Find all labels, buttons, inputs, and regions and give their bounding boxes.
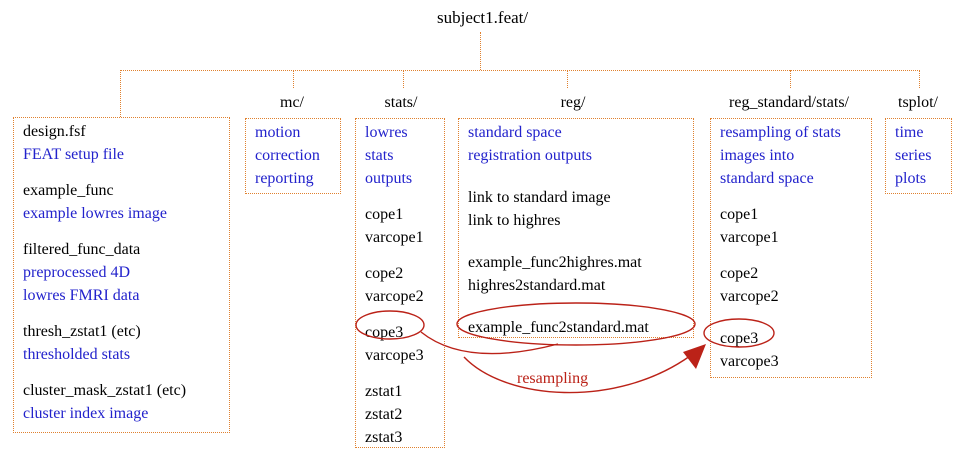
dir-description: plots [895,170,927,187]
reg-box: standard space registration outputs link… [458,118,694,338]
dir-description: standard space [720,170,814,187]
dir-description: series [895,147,932,164]
tree-drop-reg-standard [790,70,791,88]
file-entry: cope2 [365,265,404,282]
root-files-box: design.fsf FEAT setup file example_func … [13,117,230,433]
dir-label-tsplot: tsplot/ [897,94,939,111]
file-entry: example_func2highres.mat [468,254,642,271]
file-description: cluster index image [23,405,149,422]
reg-standard-box: resampling of stats images into standard… [710,118,872,378]
file-entry: example_func [23,182,114,199]
tree-drop-root-files [120,70,121,117]
dir-label-mc: mc/ [280,94,304,111]
resampling-arrow-label: resampling [517,370,589,387]
file-entry: cope1 [720,206,759,223]
dir-description: time [895,124,924,141]
dir-description: outputs [365,170,413,187]
file-entry-circled: cope3 [365,324,404,341]
file-entry: cope1 [365,206,404,223]
file-entry: zstat1 [365,383,403,400]
file-entry: varcope3 [720,353,779,370]
file-description: FEAT setup file [23,146,125,163]
file-entry: varcope3 [365,347,424,364]
tree-drop-reg [567,70,568,88]
dir-label-reg: reg/ [560,94,586,111]
tree-drop-mc [293,70,294,88]
mc-box: motion correction reporting [245,118,341,194]
file-entry: design.fsf [23,123,86,140]
root-directory-title: subject1.feat/ [437,8,529,27]
file-description: thresholded stats [23,346,131,363]
stats-box: lowres stats outputs cope1 varcope1 cope… [355,118,445,448]
file-entry: zstat2 [365,406,403,423]
file-entry: varcope2 [720,288,779,305]
file-description: example lowres image [23,205,167,222]
tree-drop-stats [403,70,404,88]
dir-label-reg-standard: reg_standard/stats/ [729,94,849,111]
dir-description: motion [255,124,301,141]
dir-description: registration outputs [468,147,592,164]
file-entry: varcope1 [720,229,779,246]
file-entry: zstat3 [365,429,403,446]
file-entry: cluster_mask_zstat1 (etc) [23,382,187,399]
file-entry: link to standard image [468,189,611,206]
dir-description: correction [255,147,320,164]
file-description: preprocessed 4D [23,264,131,281]
tree-trunk-line [120,70,920,71]
file-entry-circled: cope3 [720,330,759,347]
file-entry: highres2standard.mat [468,277,606,294]
file-entry: thresh_zstat1 (etc) [23,323,141,340]
file-entry: varcope1 [365,229,424,246]
tree-root-stub-line [480,32,481,70]
file-entry: cope2 [720,265,759,282]
file-description: lowres FMRI data [23,287,140,304]
dir-description: standard space [468,124,562,141]
tsplot-box: time series plots [885,118,952,194]
dir-description: resampling of stats [720,124,841,141]
arrowhead-icon [683,344,706,369]
dir-description: reporting [255,170,314,187]
dir-description: lowres [365,124,408,141]
dir-label-stats: stats/ [384,94,418,111]
file-entry-circled: example_func2standard.mat [468,319,649,336]
file-entry: filtered_func_data [23,241,141,258]
tree-drop-tsplot [919,70,920,88]
dir-description: images into [720,147,795,164]
file-entry: varcope2 [365,288,424,305]
file-entry: link to highres [468,212,561,229]
dir-description: stats [365,147,394,164]
